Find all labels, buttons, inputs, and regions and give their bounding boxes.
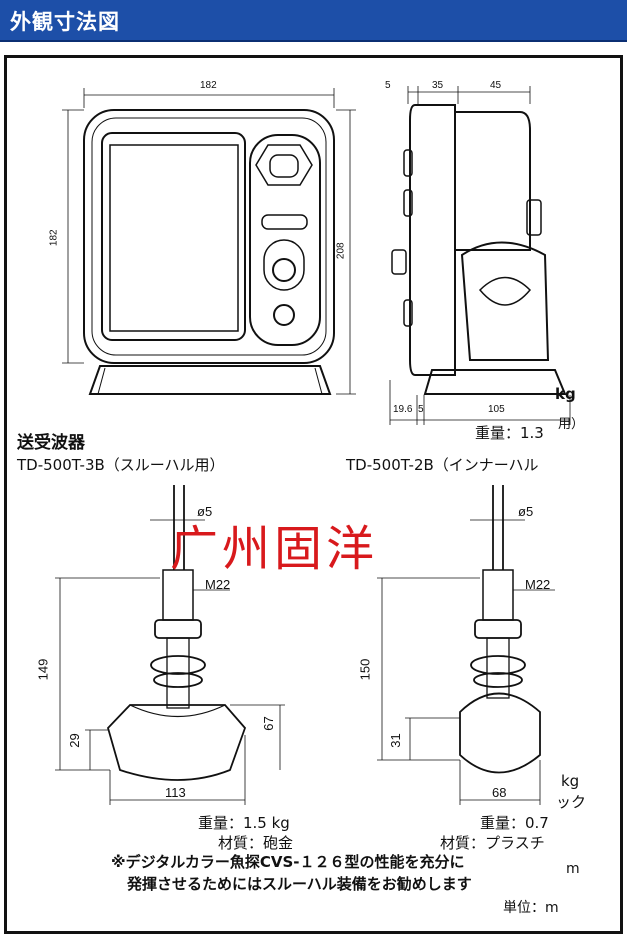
watermark: 广州固洋 [170, 521, 379, 577]
left-weight: 重量：1.5 kg [198, 814, 290, 832]
front-width-dim: 182 [200, 80, 217, 91]
side-bottom-a: 19.6 [393, 404, 413, 415]
header-bar: 外観寸法図 [0, 0, 627, 42]
right-height: 150 [357, 658, 373, 681]
side-dim-b: 35 [432, 80, 444, 91]
right-bottom-height: 31 [387, 733, 403, 748]
note-m-label: m [566, 861, 580, 877]
left-material: 材質：砲金 [218, 834, 294, 852]
transducer-section-title: 送受波器 [17, 433, 85, 453]
left-diameter: ø5 [197, 504, 213, 519]
side-dim-a: 5 [385, 80, 391, 91]
side-bottom-c: 105 [488, 404, 505, 415]
right-thread: M22 [525, 577, 551, 592]
left-width: 113 [165, 785, 186, 800]
right-diameter: ø5 [518, 504, 534, 519]
left-transducer-model: TD-500T-3B（スルーハル用） [17, 456, 225, 474]
page-title: 外観寸法図 [10, 10, 120, 34]
left-bottom-height: 29 [66, 733, 82, 748]
right-weight: 重量：0.7 [480, 814, 549, 832]
display-weight: 重量：1.3 [475, 424, 544, 442]
front-total-height-dim: 208 [335, 242, 347, 260]
right-cut-suffix: ック [556, 793, 587, 811]
right-transducer-model: TD-500T-2B（インナーハル [346, 456, 539, 474]
right-kg-label: kg [561, 772, 580, 790]
through-hull-transducer-drawing [106, 485, 247, 781]
drawing-frame [4, 55, 623, 934]
note-line-2: 発揮させるためにはスルーハル装備をお勧めします [127, 875, 472, 893]
front-height-dim: 182 [48, 229, 60, 247]
left-dimension-lines [55, 519, 285, 805]
display-cut-suffix: 用） [558, 417, 585, 432]
note-line-1: ※デジタルカラー魚探CVS-１２６型の性能を充分に [111, 853, 465, 871]
right-width: 68 [492, 785, 507, 800]
unit-label: 単位：m [503, 900, 559, 916]
side-bottom-b: 5 [418, 404, 424, 415]
left-side-height: 67 [260, 716, 276, 731]
side-dim-c: 45 [490, 80, 502, 91]
inner-hull-transducer-drawing [459, 485, 541, 774]
left-thread: M22 [205, 577, 231, 592]
right-material: 材質：プラスチ [440, 834, 545, 852]
front-view-drawing [83, 109, 335, 395]
right-dimension-lines [377, 519, 555, 805]
side-dimension-lines [389, 86, 571, 425]
display-kg-label: kg [555, 385, 576, 403]
front-dimension-lines [62, 88, 356, 395]
side-view-drawing [391, 104, 567, 395]
left-height: 149 [35, 658, 51, 681]
